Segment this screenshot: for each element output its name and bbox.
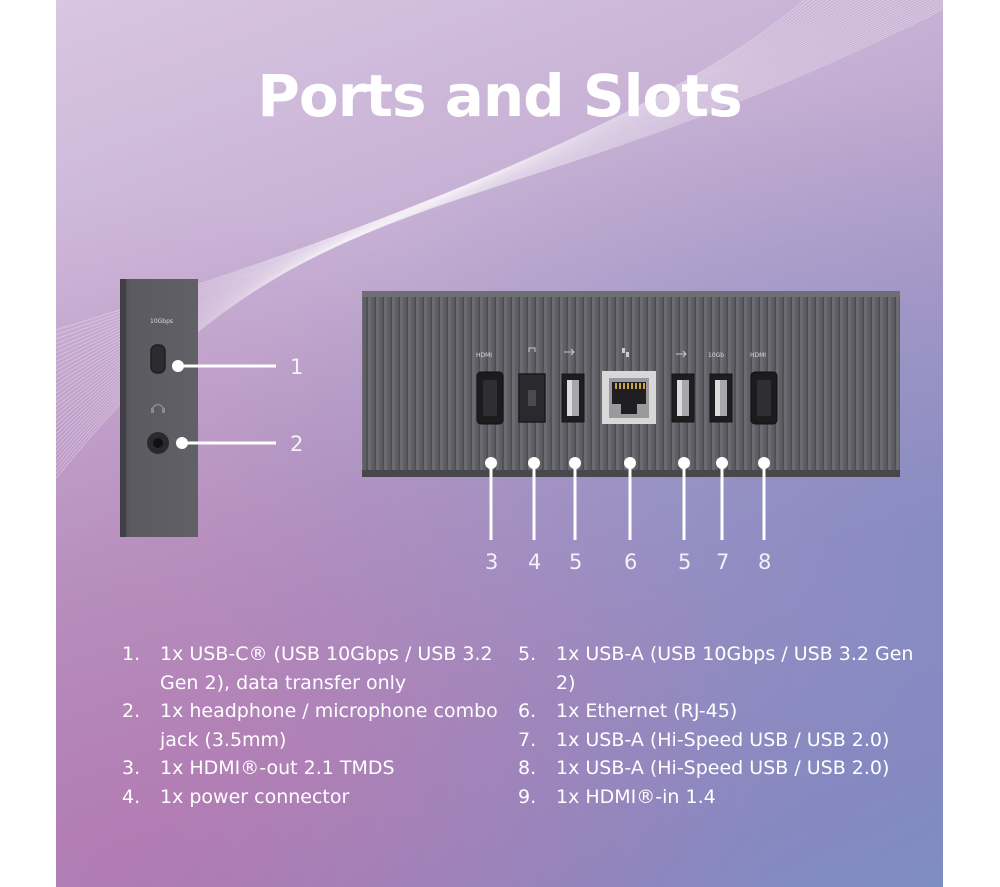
power-icon xyxy=(528,347,536,352)
device-illustration: 10Gbps 1 2 HDMI xyxy=(120,279,900,574)
page-title: Ports and Slots xyxy=(257,62,742,130)
list-item: 6. 1x Ethernet (RJ-45) xyxy=(518,697,938,726)
list-item-number: 4. xyxy=(122,785,141,808)
list-item-number: 8. xyxy=(518,757,537,779)
list-item: 1. 1x USB-C® (USB 10Gbps / USB 3.2 Gen 2)… xyxy=(122,640,532,697)
usb-icon xyxy=(564,348,575,356)
spec-list-left: 1. 1x USB-C® (USB 10Gbps / USB 3.2 Gen 2)… xyxy=(122,640,532,811)
device-side-view: 10Gbps 1 2 xyxy=(120,279,303,537)
list-item: 7. 1x USB-A (Hi-Speed USB / USB 2.0) xyxy=(518,726,938,755)
list-item: 3. 1x HDMI®-out 2.1 TMDS xyxy=(122,754,532,783)
list-item-number: 9. xyxy=(518,785,537,808)
hdmi-out-port: HDMI xyxy=(476,352,504,425)
list-item-text: 1x USB-A (USB 10Gbps / USB 3.2 Gen 2) xyxy=(556,643,914,694)
list-item: 5. 1x USB-A (USB 10Gbps / USB 3.2 Gen 2) xyxy=(518,640,938,697)
callout-number-7: 7 xyxy=(716,550,729,574)
hdmi-in-label: HDMI xyxy=(750,352,766,359)
list-item: 8. 1x USB-A (Hi-Speed USB / USB 2.0) xyxy=(518,754,938,783)
ethernet-port xyxy=(602,348,656,424)
list-item: 4. 1x power connector xyxy=(122,783,532,812)
callout-number-5: 5 xyxy=(678,550,691,574)
product-panel: Ports and Slots 10Gbps xyxy=(56,0,943,887)
network-icon xyxy=(622,348,629,357)
usb-c-port-label: 10Gbps xyxy=(150,318,173,325)
device-rear-view: HDMI xyxy=(362,291,900,574)
callout-number-4: 4 xyxy=(528,550,541,574)
usb-icon xyxy=(676,350,687,358)
list-item-text: 1x power connector xyxy=(160,785,350,808)
callout-number-6: 6 xyxy=(624,550,637,574)
list-item-text: 1x HDMI®-in 1.4 xyxy=(556,785,716,808)
list-item-number: 6. xyxy=(518,700,537,722)
list-item-number: 7. xyxy=(518,728,537,751)
list-item-text: 1x Ethernet (RJ-45) xyxy=(556,700,738,722)
list-item: 2. 1x headphone / microphone combo jack (… xyxy=(122,697,532,754)
list-item-number: 5. xyxy=(518,643,537,665)
list-item-text: 1x HDMI®-out 2.1 TMDS xyxy=(160,757,395,779)
usb-port-label: 10Gb xyxy=(708,352,724,359)
list-item-text: 1x USB-A (Hi-Speed USB / USB 2.0) xyxy=(556,757,890,779)
list-item-text: 1x headphone / microphone combo jack (3.… xyxy=(160,700,498,751)
callout-number-2: 2 xyxy=(290,432,303,456)
callout-number-1: 1 xyxy=(290,355,303,379)
usb-c-port xyxy=(150,344,166,374)
hdmi-out-label: HDMI xyxy=(476,352,492,359)
callout-number-3: 3 xyxy=(485,550,498,574)
list-item-number: 3. xyxy=(122,757,141,779)
spec-list-right: 5.1x USB-A (USB 10Gbps / USB 3.2 Gen 2) … xyxy=(518,640,938,811)
list-item-text: 1x USB-C® (USB 10Gbps / USB 3.2 Gen 2), … xyxy=(160,643,493,694)
list-item-number: 2. xyxy=(122,700,141,722)
hdmi-in-port: HDMI xyxy=(750,352,778,425)
list-item: 9. 1x HDMI®-in 1.4 xyxy=(518,783,938,812)
usb-a-2-0-port: 10Gb xyxy=(708,352,733,423)
list-item-text: 1x USB-A (Hi-Speed USB / USB 2.0) xyxy=(556,728,890,751)
usb-a-10gbps-port-left xyxy=(561,348,585,423)
headphone-icon xyxy=(151,403,165,413)
list-item-number: 1. xyxy=(122,643,141,665)
callout-number-5: 5 xyxy=(569,550,582,574)
usb-a-10gbps-port-right xyxy=(671,350,695,423)
callout-number-8: 8 xyxy=(758,550,771,574)
power-connector xyxy=(518,347,546,423)
